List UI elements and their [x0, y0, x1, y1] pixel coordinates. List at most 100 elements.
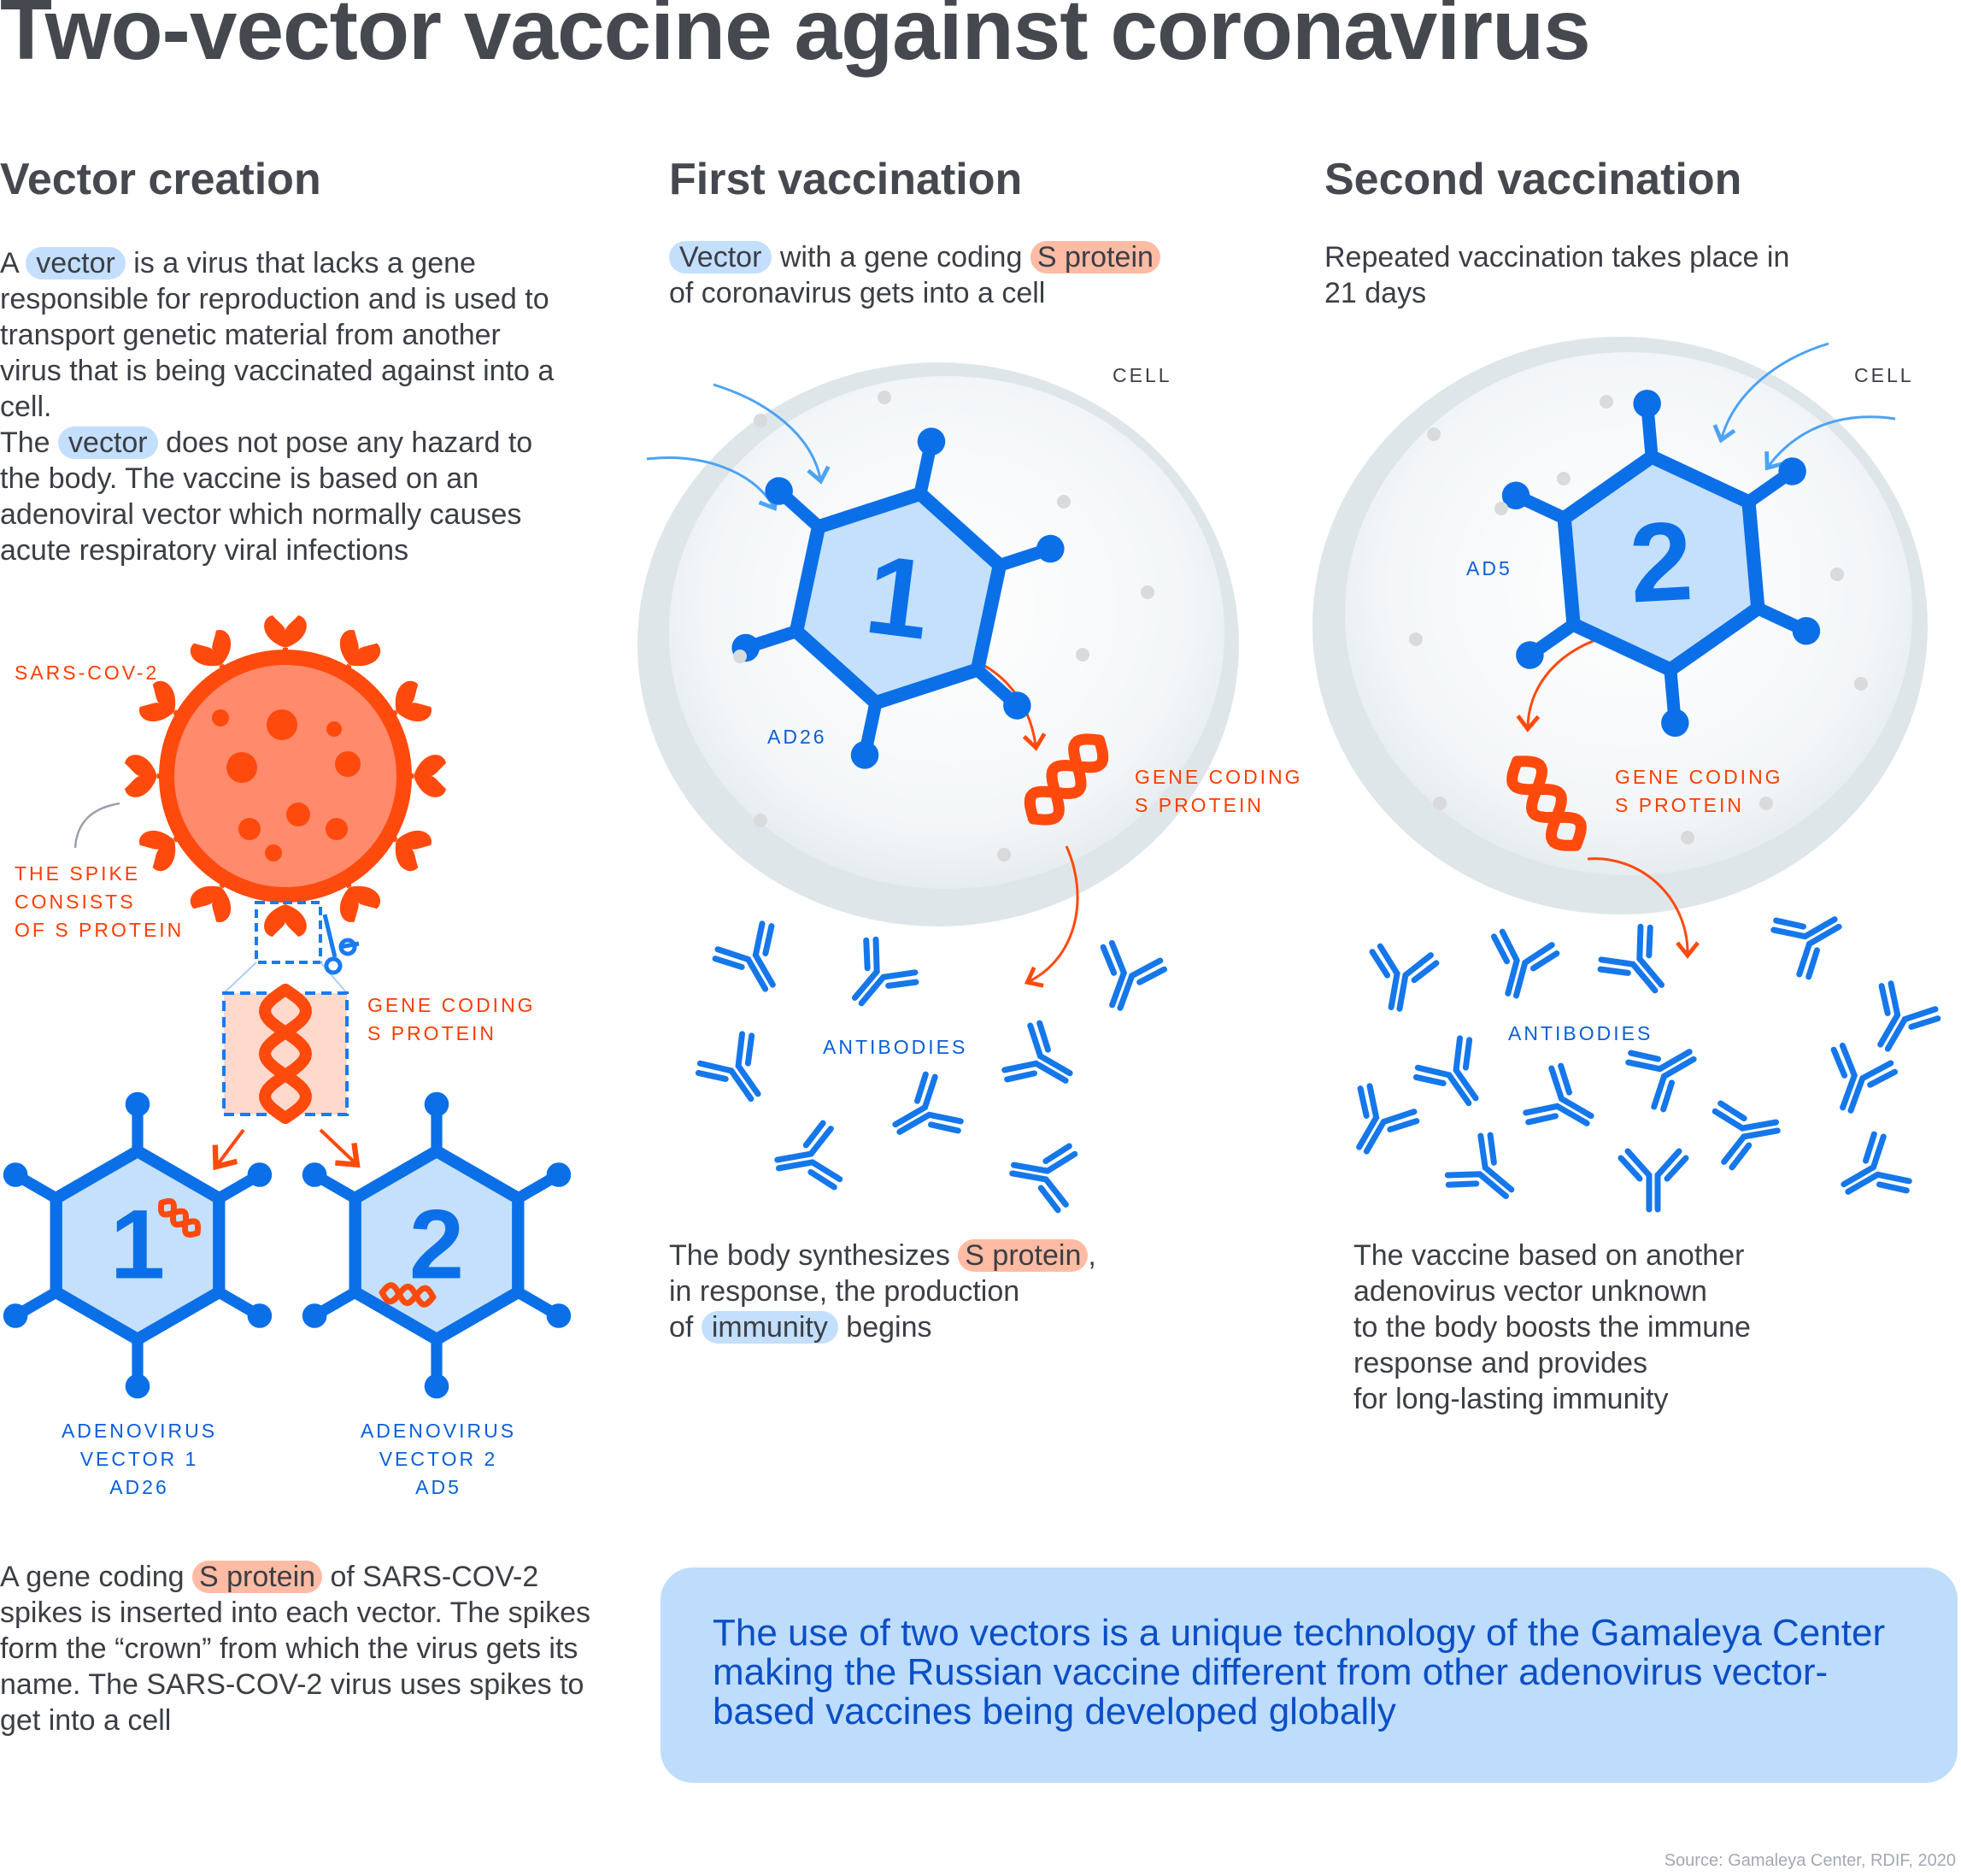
particle: [1681, 831, 1694, 844]
entry-arrow: [713, 383, 831, 485]
spike-selection-box: [255, 901, 322, 964]
antibody-icon: [1770, 916, 1842, 980]
antibodies-label: ANTIBODIES: [1508, 1022, 1653, 1044]
entry-arrow: [1712, 342, 1829, 444]
antibody-icon: [1523, 1062, 1594, 1126]
callout-line: [73, 802, 120, 849]
text: A gene coding: [0, 1561, 192, 1593]
antibody-icon: [1444, 1132, 1515, 1200]
sars-cov-2-label: SARS-COV-2: [15, 662, 159, 684]
dna-helix-icon: [258, 984, 313, 1124]
vector-number: 2: [1627, 497, 1696, 626]
text-line: for long-lasting immunity: [1353, 1383, 1669, 1415]
antibody-icon: [1100, 939, 1168, 1011]
antibody-icon: [1711, 1100, 1781, 1171]
spike-label-line: CONSISTS: [15, 891, 136, 913]
entry-arrow: [1764, 415, 1896, 471]
flow-arrow: [212, 1128, 245, 1171]
antibody-icon: [774, 1120, 843, 1191]
vector2-label-line: AD5: [415, 1476, 461, 1498]
sars-cov-2-virus-icon: [125, 615, 446, 937]
cell-label-2: CELL: [1854, 364, 1914, 386]
vector-number: 2: [409, 1190, 464, 1300]
antibody-icon: [1009, 1143, 1078, 1214]
particle: [1557, 472, 1571, 485]
text: A: [0, 247, 26, 279]
text-line: The vaccine based on another: [1353, 1239, 1745, 1272]
heading-first-vaccination: First vaccination: [669, 155, 1023, 204]
particle: [1759, 797, 1773, 810]
highlight-s-protein: S protein: [191, 1561, 323, 1593]
gene-label-line: GENE CODING: [1135, 766, 1303, 788]
text: The: [0, 426, 59, 459]
antibody-icon: [851, 936, 919, 1007]
text: begins: [837, 1311, 932, 1344]
particle: [997, 848, 1011, 862]
highlight-vector: vector: [58, 426, 158, 459]
particle: [1433, 797, 1447, 810]
highlight-s-protein: S protein: [958, 1239, 1089, 1272]
gene-label-line: S PROTEIN: [1615, 794, 1744, 816]
particle: [1830, 568, 1844, 581]
text: of SARS-COV-2 spikes is inserted into ea…: [0, 1561, 591, 1737]
antibody-icon: [1369, 943, 1440, 1012]
vector1-label-line: AD26: [109, 1476, 169, 1498]
antibody-icon: [1841, 1131, 1912, 1195]
text: in response, the production: [669, 1275, 1020, 1308]
particle: [1076, 648, 1089, 662]
antibody-icon: [1356, 1083, 1420, 1155]
antibody-icon: [1830, 1042, 1899, 1114]
dna-icon: [1024, 733, 1109, 826]
particle: [878, 391, 891, 404]
text-line: to the body boosts the immune: [1353, 1311, 1751, 1344]
dna-icon: [379, 1282, 437, 1308]
gene-label-line: GENE CODING: [1615, 766, 1783, 788]
antibody-icon: [1625, 1049, 1697, 1113]
antibody-icon: [1412, 1035, 1479, 1107]
antibodies-label: ANTIBODIES: [823, 1036, 967, 1058]
second-vaccination-intro: Repeated vaccination takes place in 21 d…: [1324, 241, 1790, 309]
particle: [1494, 502, 1508, 515]
first-vaccination-intro: Vector with a gene coding S protein of c…: [669, 239, 1250, 311]
highlight-s-protein: S protein: [1030, 241, 1160, 273]
text: The body synthesizes: [669, 1239, 959, 1272]
flow-arrow: [1587, 857, 1700, 959]
particle: [1600, 395, 1613, 409]
second-vaccination-outro: The vaccine based on another adenovirus …: [1353, 1238, 1900, 1417]
dna-icon: [157, 1197, 202, 1238]
vector2-label-line: VECTOR 2: [379, 1448, 498, 1470]
particle: [1427, 427, 1441, 441]
dna-icon: [1506, 756, 1587, 851]
callout-text: The use of two vectors is a unique techn…: [713, 1612, 1886, 1732]
flow-arrow: [1024, 845, 1079, 988]
vector-number: 1: [110, 1190, 165, 1300]
antibody-icon: [712, 920, 776, 992]
highlight-immunity: immunity: [701, 1311, 838, 1344]
dna-helix-icon: [258, 984, 313, 1124]
gene-label-line: GENE CODING: [367, 994, 536, 1016]
gene-zoom-box: [222, 991, 349, 1116]
text: is a virus that lacks a gene responsible…: [0, 247, 555, 423]
antibody-icon: [1597, 923, 1665, 994]
heading-vector-creation: Vector creation: [0, 155, 321, 204]
adenovirus-vector-1-icon: 1: [3, 1091, 273, 1399]
text: of coronavirus gets into a cell: [669, 277, 1046, 309]
particle: [1057, 495, 1071, 509]
particle: [754, 414, 767, 427]
antibody-icon: [1618, 1148, 1689, 1213]
antibody-icon: [892, 1071, 964, 1135]
particle: [754, 814, 767, 827]
entry-arrow: [646, 456, 779, 511]
text: does not pose any hazard to the body. Th…: [0, 426, 533, 567]
antibody-icon: [1001, 1020, 1073, 1084]
cell-label-1: CELL: [1113, 364, 1172, 386]
vector1-label-line: ADENOVIRUS: [62, 1420, 217, 1442]
source-note: Source: Gamaleya Center, RDIF, 2020: [1664, 1851, 1956, 1870]
vector-definition-text: A vector is a virus that lacks a gene re…: [0, 245, 555, 568]
particle: [733, 650, 747, 663]
particle: [1409, 632, 1423, 646]
vector2-label-line: ADENOVIRUS: [361, 1420, 516, 1442]
particle: [1141, 585, 1154, 599]
antibody-icon: [1877, 980, 1941, 1052]
scissors-icon: [322, 914, 360, 975]
